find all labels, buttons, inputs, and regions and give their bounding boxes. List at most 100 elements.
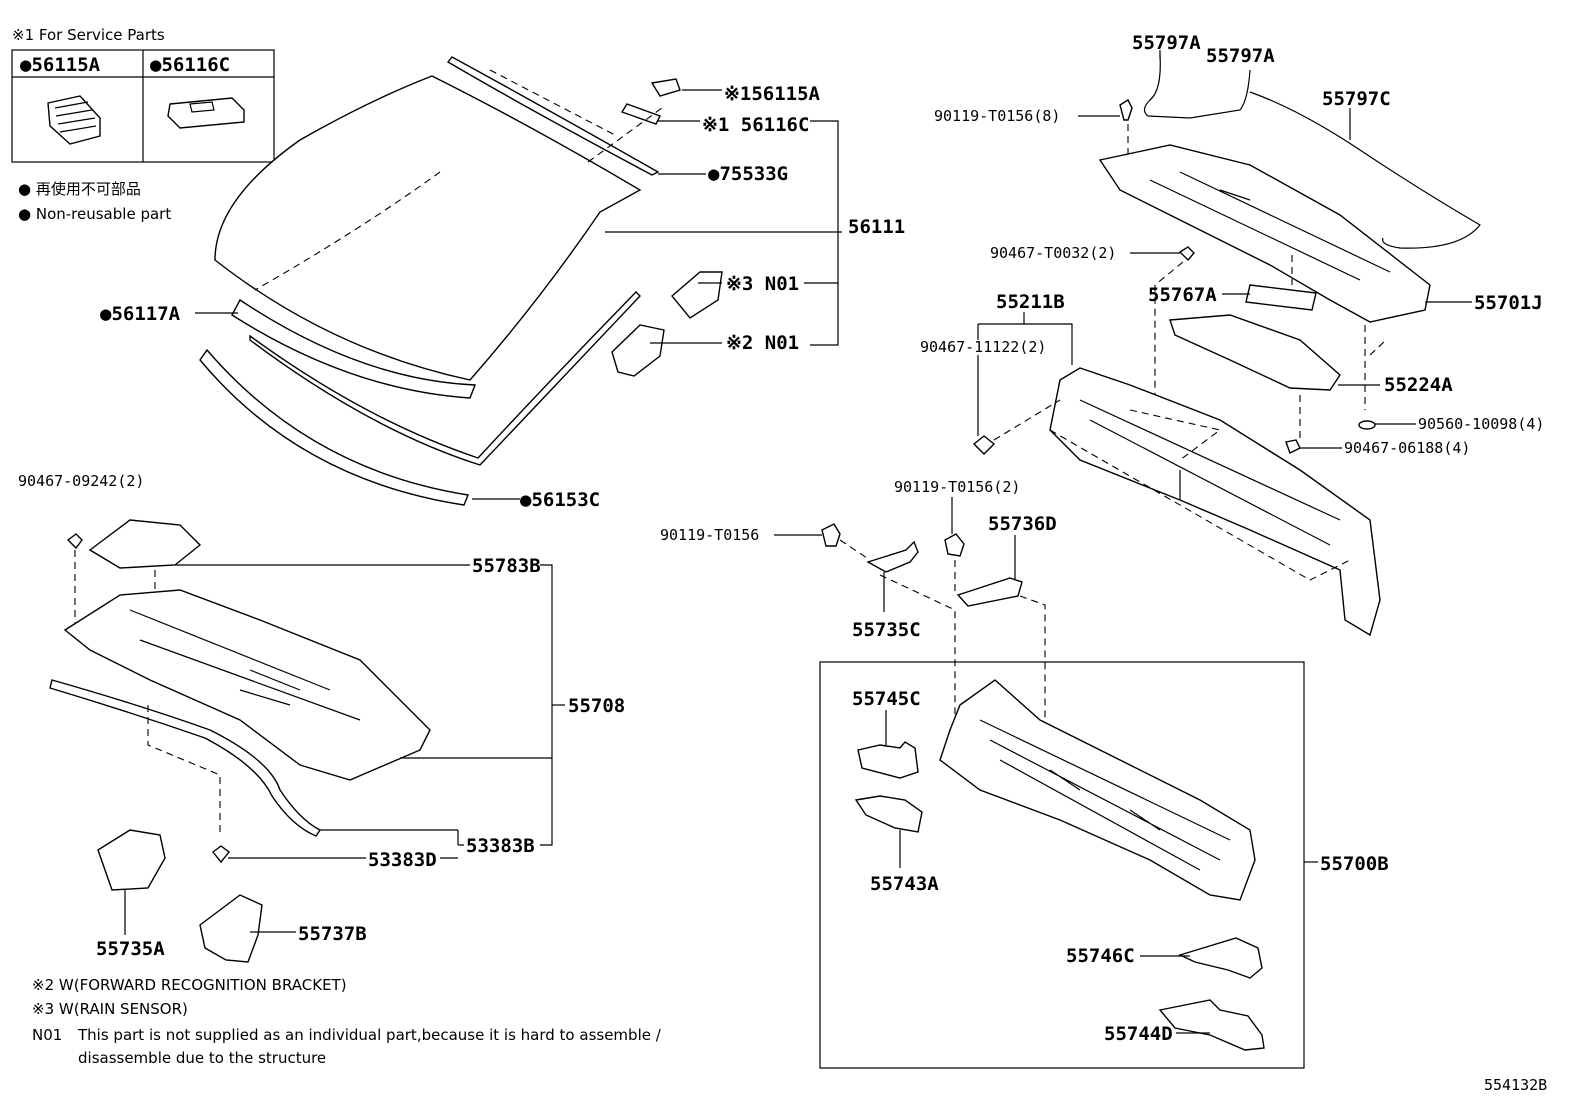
- label-90119-T0156-2: 90119-T0156(2): [894, 478, 1020, 496]
- legend-header: ※1 For Service Parts: [12, 26, 165, 44]
- non-reusable-jp: ● 再使用不可部品: [18, 180, 141, 198]
- label-N01-rain: ※3 N01: [726, 273, 799, 295]
- label-90467-11122: 90467-11122(2): [920, 338, 1046, 356]
- cover-55224A: [1169, 314, 1341, 391]
- label-55744D: 55744D: [1104, 1023, 1173, 1045]
- note-n01-line2: disassemble due to the structure: [78, 1049, 326, 1067]
- bolt-90119-T0156-8: [1119, 98, 1133, 121]
- pad-56116C: [620, 103, 661, 125]
- clip-90467-09242: [66, 533, 83, 550]
- cowl-louver-assembly: 90467-09242(2): [18, 472, 431, 963]
- label-56116C: ※1 56116C: [702, 114, 809, 136]
- non-reusable-en: ● Non-reusable part: [18, 205, 171, 223]
- seal-53383B: [49, 679, 322, 837]
- label-55797A-1: 55797A: [1132, 32, 1201, 54]
- label-53383D: 53383D: [368, 849, 437, 871]
- part-55735A: [97, 829, 166, 891]
- dam-56117A: [231, 298, 477, 399]
- cowl-top-55701J: [1098, 144, 1431, 323]
- pad-55767A: [1245, 284, 1317, 311]
- cowl-top-leaders: [977, 50, 1472, 449]
- cowl-leaders: [124, 564, 565, 935]
- louver-55708: [63, 589, 431, 781]
- recognition-bracket: [611, 324, 665, 377]
- windshield-glass-56111: [214, 75, 642, 381]
- label-55735A: 55735A: [96, 938, 165, 960]
- note-n01-code: N01: [32, 1026, 62, 1044]
- label-90119-T0156: 90119-T0156: [660, 526, 759, 544]
- label-55211B: 55211B: [996, 291, 1065, 313]
- pad-56116C-drawing: [167, 97, 245, 129]
- label-55737B: 55737B: [298, 923, 367, 945]
- label-55746C: 55746C: [1066, 945, 1135, 967]
- label-90467-09242: 90467-09242(2): [18, 472, 144, 490]
- hose-55797C: [1249, 91, 1481, 249]
- cowl-panel-55700B: [939, 679, 1256, 901]
- windshield-assembly: [199, 56, 723, 506]
- bracket-55736D: [956, 577, 1023, 607]
- glass-lower-edge: [249, 291, 641, 466]
- label-55767A: 55767A: [1148, 284, 1217, 306]
- label-55745C: 55745C: [852, 688, 921, 710]
- hose-55797A-2: [1189, 69, 1251, 119]
- label-N01-forward: ※2 N01: [726, 332, 799, 354]
- center-leaders: [774, 497, 1016, 612]
- top-moulding-75533G: [446, 56, 660, 176]
- footnotes: ※2 W(FORWARD RECOGNITION BRACKET) ※3 W(R…: [32, 976, 662, 1067]
- label-55797A-2: 55797A: [1206, 45, 1275, 67]
- clip-56115A: [650, 78, 681, 97]
- label-55797C: 55797C: [1322, 88, 1391, 110]
- label-90560-10098: 90560-10098(4): [1418, 415, 1544, 433]
- label-55783B: 55783B: [472, 555, 541, 577]
- note-n01-line1: This part is not supplied as an individu…: [77, 1026, 662, 1044]
- hose-55797A-1: [1143, 54, 1191, 119]
- cowl-top-assembly: [972, 54, 1481, 637]
- label-55701J: 55701J: [1474, 292, 1543, 314]
- rain-sensor-bracket: [671, 271, 723, 319]
- windshield-leaders: [195, 89, 842, 500]
- bolt-90119-T0156: [821, 523, 841, 547]
- nut-90560-10098: [1358, 420, 1376, 430]
- label-90119-T0156-8: 90119-T0156(8): [934, 107, 1060, 125]
- panel-55211B: [1049, 367, 1381, 637]
- label-56117A: ●56117A: [100, 303, 181, 325]
- cowl-panel-leaders: [885, 710, 1318, 1034]
- part-55744D: [1158, 999, 1265, 1051]
- part-55743A: [854, 795, 923, 833]
- clip-56115A-drawing: [47, 95, 101, 145]
- label-55735C: 55735C: [852, 619, 921, 641]
- label-56153C: ●56153C: [520, 489, 600, 511]
- cowl-panel-box: [819, 661, 1305, 1069]
- bolt-90119-T0156-2: [944, 533, 965, 557]
- label-55700B: 55700B: [1320, 853, 1389, 875]
- label-90467-T0032: 90467-T0032(2): [990, 244, 1116, 262]
- label-55708: 55708: [568, 695, 625, 717]
- label-90467-06188: 90467-06188(4): [1344, 439, 1470, 457]
- cover-55783B: [88, 519, 202, 569]
- label-56115A: ※156115A: [724, 83, 821, 105]
- part-55745C: [857, 741, 919, 779]
- seal-56153C: [199, 348, 469, 506]
- label-75533G: ●75533G: [708, 163, 788, 185]
- label-56111: 56111: [848, 216, 905, 238]
- label-55224A: 55224A: [1384, 374, 1453, 396]
- part-55746C: [1178, 937, 1263, 979]
- legend-cell-56115A: ●56115A: [20, 54, 101, 76]
- part-55737B: [199, 894, 263, 963]
- label-55743A: 55743A: [870, 873, 939, 895]
- service-parts-legend: ※1 For Service Parts ●56115A ●56116C ● 再…: [11, 26, 275, 223]
- drawing-number: 554132B: [1484, 1076, 1547, 1094]
- label-53383B: 53383B: [466, 835, 535, 857]
- note-2: ※2 W(FORWARD RECOGNITION BRACKET): [32, 976, 347, 994]
- bracket-55735C: [866, 540, 919, 573]
- legend-cell-56116C: ●56116C: [150, 54, 230, 76]
- center-brackets: [821, 523, 1046, 780]
- label-55736D: 55736D: [988, 513, 1057, 535]
- clip-90467-06188: [1285, 439, 1301, 454]
- clip-90467-11122: [972, 435, 996, 455]
- clip-53383D: [212, 845, 230, 864]
- note-3: ※3 W(RAIN SENSOR): [32, 1000, 188, 1018]
- clip-90467-T0032: [1178, 246, 1195, 262]
